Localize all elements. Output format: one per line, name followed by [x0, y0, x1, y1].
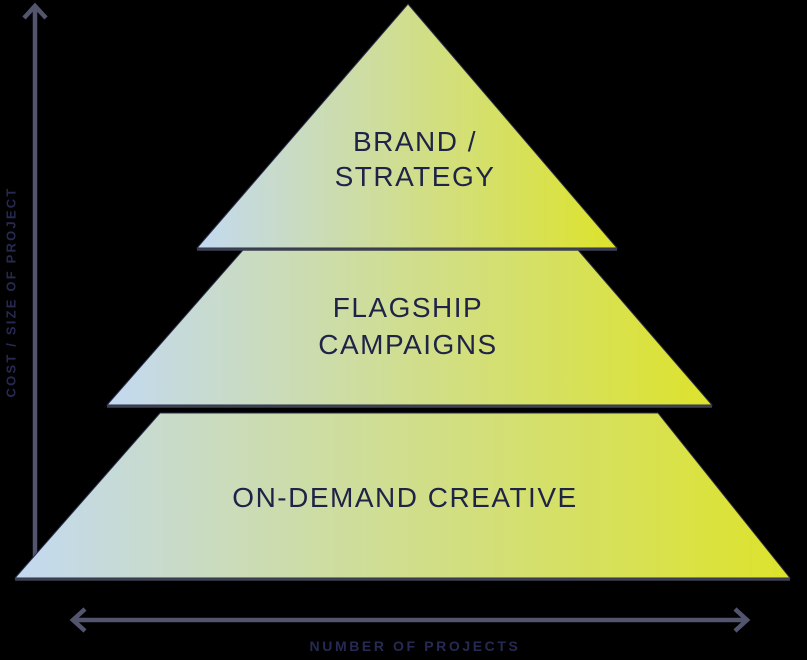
pyramid: BRAND / STRATEGY FLAGSHIP CAMPAIGNS ON-D… — [13, 3, 792, 581]
y-axis-label: COST / SIZE OF PROJECT — [4, 187, 19, 398]
tier-bottom-label: ON-DEMAND CREATIVE — [232, 482, 577, 513]
tier-top-label-line-1: BRAND / — [353, 126, 477, 157]
tier-middle-label-line-2: CAMPAIGNS — [318, 329, 497, 360]
tier-top-label-line-2: STRATEGY — [335, 161, 496, 192]
y-axis: COST / SIZE OF PROJECT — [4, 2, 48, 572]
y-axis-arrowhead-icon — [22, 2, 48, 20]
tier-bottom-shape — [13, 412, 792, 579]
tier-top-shape — [195, 3, 619, 249]
x-axis: NUMBER OF PROJECTS — [69, 607, 751, 654]
tier-middle-shape — [105, 249, 714, 406]
x-axis-label: NUMBER OF PROJECTS — [310, 638, 521, 654]
x-axis-arrowhead-right-icon — [733, 607, 751, 633]
x-axis-arrowhead-left-icon — [69, 607, 87, 633]
tier-middle-label-line-1: FLAGSHIP — [333, 292, 483, 323]
